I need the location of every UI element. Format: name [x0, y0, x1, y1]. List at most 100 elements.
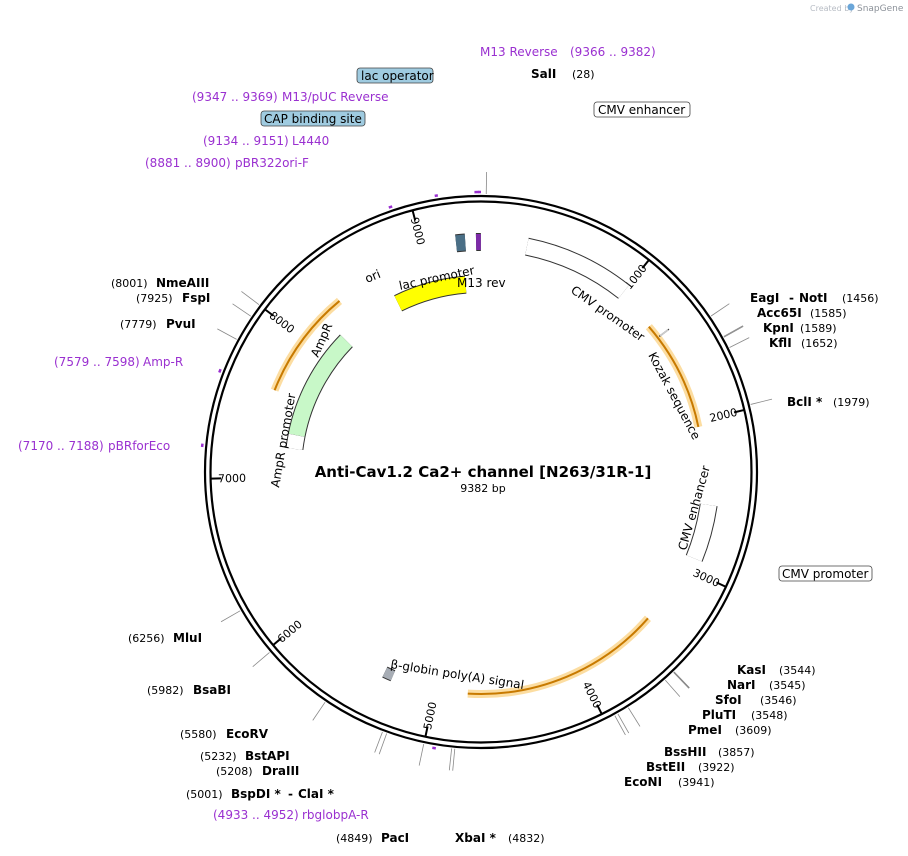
- feature-ori-label: ori: [363, 267, 383, 286]
- enzyme-bsshii-pos: (3857): [718, 746, 755, 759]
- enzyme-leader-line: [664, 679, 681, 697]
- lac-operator-label: lac operator: [361, 69, 434, 83]
- enzyme-clai-name: ClaI *: [298, 787, 335, 801]
- enzyme-leader-line: [673, 672, 690, 689]
- cap-binding-site-label: CAP binding site: [264, 112, 362, 126]
- enzyme-mlui-name: MluI: [173, 631, 202, 645]
- enzyme-leader-line: [312, 701, 326, 721]
- snapgene-logo-icon: [847, 3, 855, 11]
- enzyme-bspdi-sep: -: [288, 787, 293, 801]
- primer-rbglobpa-r-label: rbglobpA-R: [302, 808, 369, 822]
- enzyme-kfli-pos: (1652): [801, 337, 838, 350]
- primer-m13-puc-reverse-label: M13/pUC Reverse: [282, 90, 389, 104]
- enzyme-sfoi-name: SfoI: [715, 693, 742, 707]
- enzyme-leader-line: [374, 731, 383, 753]
- primer-l4440-range: (9134 .. 9151): [203, 134, 289, 148]
- enzyme-leader-line: [418, 743, 425, 766]
- primer-m13-reverse-label: M13 Reverse: [480, 45, 558, 59]
- lac-operator-box: lac operator: [356, 67, 434, 84]
- enzyme-pmei-pos: (3609): [735, 724, 772, 737]
- tick-mark: [641, 259, 650, 269]
- tick-label: 5000: [421, 701, 439, 731]
- enzyme-leader-line: [448, 748, 453, 771]
- watermark-brand: SnapGene: [857, 4, 904, 14]
- primer-mark: [434, 194, 439, 198]
- enzyme-eagi-name: EagI: [750, 291, 779, 305]
- enzyme-bcli-name: BclI *: [787, 395, 823, 409]
- enzyme-fspi-name: FspI: [182, 291, 210, 305]
- enzyme-mlui-pos: (6256): [128, 632, 165, 645]
- enzyme-leader-line: [614, 715, 626, 736]
- enzyme-kasi-name: KasI: [737, 663, 766, 677]
- tick-label: 8000: [267, 309, 297, 336]
- backbone-inner-ring: [209, 200, 753, 744]
- enzyme-nmeaiii-name: NmeAIII: [156, 276, 209, 290]
- enzyme-pluti-pos: (3548): [751, 709, 788, 722]
- enzyme-eagi-sep: -: [789, 291, 794, 305]
- tick-mark: [733, 409, 745, 414]
- enzyme-fspi-pos: (7925): [136, 292, 173, 305]
- enzyme-pvui-pos: (7779): [120, 318, 157, 331]
- primer-pbr322ori-f-label: pBR322ori-F: [235, 156, 309, 170]
- tick-label: 4000: [580, 680, 604, 711]
- enzyme-bsshii-name: BssHII: [664, 745, 706, 759]
- primer-pbrforeco-label: pBRforEco: [108, 439, 170, 453]
- tick-mark: [596, 704, 603, 715]
- enzyme-acc65i-name: Acc65I: [757, 306, 802, 320]
- feature-arc: [525, 238, 629, 299]
- tick-mark: [424, 726, 429, 737]
- enzyme-bspdi-clai-pos: (5001): [186, 788, 223, 801]
- map-title: Anti-Cav1.2 Ca2+ channel [N263/31R-1]: [315, 463, 652, 481]
- enzyme-leader-line: [232, 303, 252, 317]
- enzyme-econi-pos: (3941): [678, 776, 715, 789]
- enzyme-pvui-name: PvuI: [166, 317, 196, 331]
- enzyme-leader-line: [217, 328, 237, 340]
- enzyme-kfli-name: KflI: [769, 336, 792, 350]
- primer-mark: [388, 205, 393, 209]
- primer-m13-puc-reverse-range: (9347 .. 9369): [192, 90, 278, 104]
- enzyme-noti-name: NotI: [799, 291, 828, 305]
- primer-mark: [432, 746, 437, 750]
- tick-label: 6000: [275, 618, 305, 646]
- map-length: 9382 bp: [460, 482, 505, 495]
- enzyme-acc65i-pos: (1585): [810, 307, 847, 320]
- cmv-promoter-box-label: CMV promoter: [782, 567, 869, 581]
- feature-arc: [394, 276, 467, 311]
- feature-cmv-promoter-label: CMV promoter: [568, 283, 647, 344]
- tick-mark: [272, 637, 282, 646]
- enzyme-bsteii-pos: (3922): [698, 761, 735, 774]
- enzyme-leader-line: [241, 291, 260, 305]
- feature-m13-rev-label: M13 rev: [457, 276, 506, 290]
- enzyme-leader-line: [452, 748, 456, 771]
- enzyme-ecorv-name: EcoRV: [226, 727, 269, 741]
- enzyme-leader-line: [729, 337, 750, 348]
- tick-label: 2000: [708, 406, 738, 425]
- highlight-arc: [270, 297, 343, 392]
- enzyme-bstapi-name: BstAPI: [245, 749, 290, 763]
- enzyme-leader-line: [252, 652, 270, 667]
- enzyme-sali-pos: (28): [572, 68, 595, 81]
- tick-mark: [411, 210, 417, 221]
- enzyme-ecorv-pos: (5580): [180, 728, 217, 741]
- highlight-arc-line: [648, 326, 700, 428]
- enzyme-leader-line: [723, 325, 744, 337]
- enzyme-leader-line: [750, 398, 773, 405]
- enzyme-nmeaiii-pos: (8001): [111, 277, 148, 290]
- tick-mark: [264, 308, 274, 317]
- enzyme-draiii-name: DraIII: [262, 764, 299, 778]
- cmv-enhancer-box-label: CMV enhancer: [598, 103, 685, 117]
- feature-arc: [659, 329, 669, 337]
- primer-rbglobpa-r-range: (4933 .. 4952): [213, 808, 299, 822]
- enzyme-paci-name: PacI: [381, 831, 409, 845]
- cap-binding-site-box: CAP binding site: [260, 110, 366, 127]
- enzyme-kasi-pos: (3544): [779, 664, 816, 677]
- enzyme-bspdi-name: BspDI *: [231, 787, 281, 801]
- enzyme-kpni-pos: (1589): [800, 322, 837, 335]
- feature-arc: [288, 335, 353, 437]
- primer-l4440-label: L4440: [292, 134, 329, 148]
- tick-label: 9000: [408, 216, 428, 246]
- enzyme-econi-name: EcoNI: [624, 775, 662, 789]
- enzyme-nari-name: NarI: [727, 678, 756, 692]
- highlight-arc-line: [273, 300, 341, 391]
